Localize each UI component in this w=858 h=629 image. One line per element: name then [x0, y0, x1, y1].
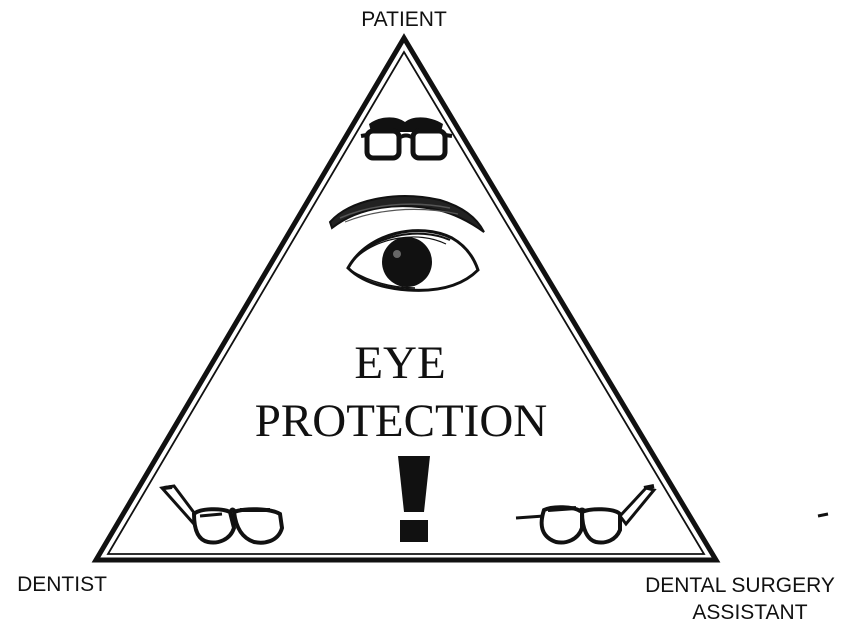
- safety-glasses-icon-right: [516, 486, 654, 543]
- title-line-protection: PROTECTION: [255, 395, 547, 447]
- label-dental-surgery: DENTAL SURGERY: [645, 574, 835, 597]
- title-line-eye: EYE: [354, 337, 445, 389]
- label-patient: PATIENT: [361, 8, 447, 31]
- label-dentist: DENTIST: [17, 573, 107, 596]
- speck-mark: [818, 514, 828, 516]
- label-assistant: ASSISTANT: [692, 601, 807, 624]
- exclamation-icon: [398, 456, 430, 542]
- eyebrow-icon: [330, 196, 484, 232]
- eye-icon: [348, 231, 478, 291]
- safety-glasses-icon: [361, 117, 452, 158]
- safety-glasses-icon-left: [162, 486, 282, 543]
